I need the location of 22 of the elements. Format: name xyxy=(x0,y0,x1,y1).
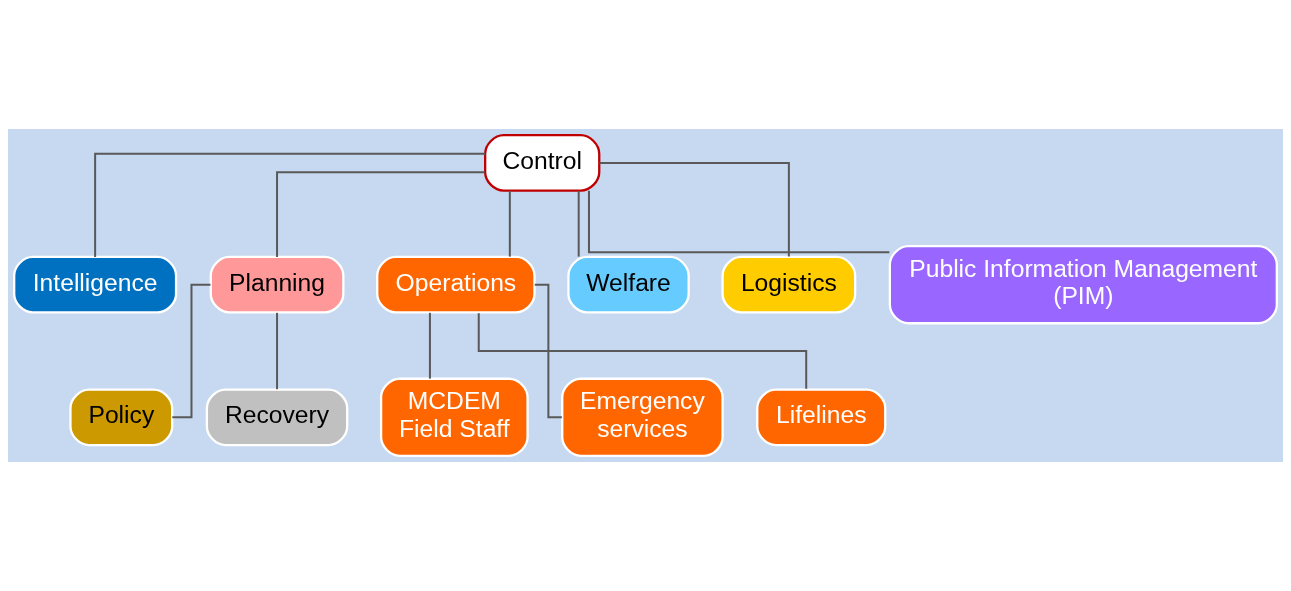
connector xyxy=(477,312,808,390)
node-box: Control xyxy=(484,134,601,192)
connector xyxy=(577,190,580,258)
connector xyxy=(276,171,486,258)
connector xyxy=(94,152,487,258)
node-box: Recovery xyxy=(205,388,349,447)
connector xyxy=(276,311,279,391)
connector xyxy=(508,190,511,258)
connector xyxy=(428,311,431,380)
connector xyxy=(587,189,891,254)
node-box: Emergency services xyxy=(561,377,724,457)
node-box: Public Information Management (PIM) xyxy=(888,245,1278,325)
node-box: Planning xyxy=(209,255,345,314)
node-box: MCDEM Field Staff xyxy=(379,377,529,457)
node-box: Operations xyxy=(376,255,536,314)
node-box: Lifelines xyxy=(756,388,887,447)
node-box: Intelligence xyxy=(13,255,178,314)
connector xyxy=(598,161,790,258)
node-box: Policy xyxy=(69,388,174,447)
node-box: Logistics xyxy=(721,255,857,314)
node-box: Welfare xyxy=(567,255,690,314)
connector xyxy=(533,283,563,419)
